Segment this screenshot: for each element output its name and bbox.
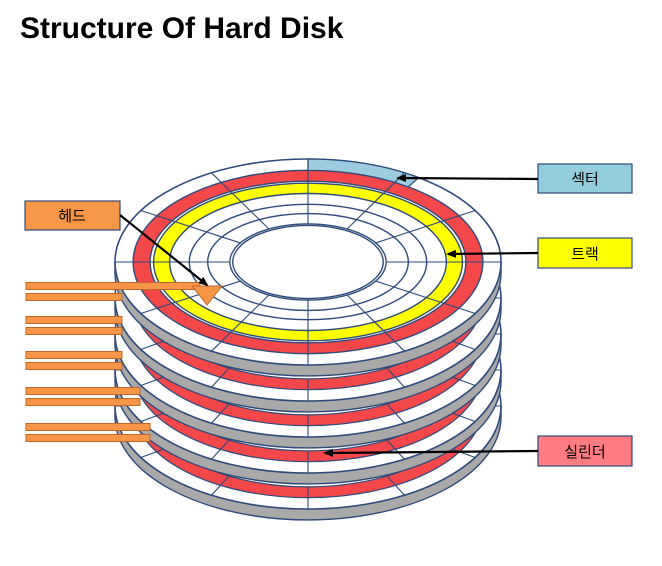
sector-line — [386, 475, 405, 496]
sector-label: 섹터 — [571, 170, 599, 188]
page-title: Structure Of Hard Disk — [20, 12, 344, 45]
head-arrow — [119, 214, 209, 287]
sector-line — [375, 209, 476, 244]
cylinder-label: 실린더 — [564, 443, 605, 461]
head-arm-assembly — [25, 282, 201, 442]
track-label: 트랙 — [571, 245, 599, 263]
sector-line — [386, 403, 405, 424]
track-label-box — [537, 237, 633, 269]
sector-line — [140, 280, 241, 315]
sector-arrow — [396, 174, 539, 183]
head-arm — [25, 293, 123, 301]
track-arrow — [446, 249, 539, 258]
head-arm — [25, 398, 141, 406]
head-arm — [25, 434, 151, 442]
sector-line — [211, 294, 270, 352]
cylinder-arrow — [323, 448, 539, 457]
sector-line — [375, 280, 476, 315]
head-arm — [25, 282, 201, 290]
sector-line — [346, 294, 405, 352]
cylinder-label-box — [537, 435, 633, 467]
sector-line — [211, 475, 230, 496]
sector-label-box — [537, 163, 633, 194]
head-arm — [25, 423, 151, 431]
head-arm — [25, 327, 123, 335]
head-arm — [25, 316, 123, 324]
sector-line — [211, 172, 270, 230]
sector-callout: 섹터 — [396, 163, 633, 194]
sector-line — [211, 403, 230, 424]
sector-line — [211, 367, 230, 388]
track-callout: 트랙 — [446, 237, 633, 269]
head-arm — [25, 351, 123, 359]
platter — [114, 158, 502, 377]
sector-line — [386, 367, 405, 388]
sector-highlight — [307, 158, 420, 188]
platter-stack — [114, 158, 502, 521]
head-callout: 헤드 — [24, 200, 209, 287]
sector-line — [140, 209, 241, 244]
spindle-hole — [232, 224, 384, 300]
sector-line — [346, 172, 405, 230]
cylinder-callout: 실린더 — [323, 435, 633, 467]
head-label: 헤드 — [58, 207, 86, 225]
sector-line — [386, 439, 405, 460]
head-arm — [25, 362, 123, 370]
head-arm — [25, 387, 141, 395]
sector-line — [211, 439, 230, 460]
